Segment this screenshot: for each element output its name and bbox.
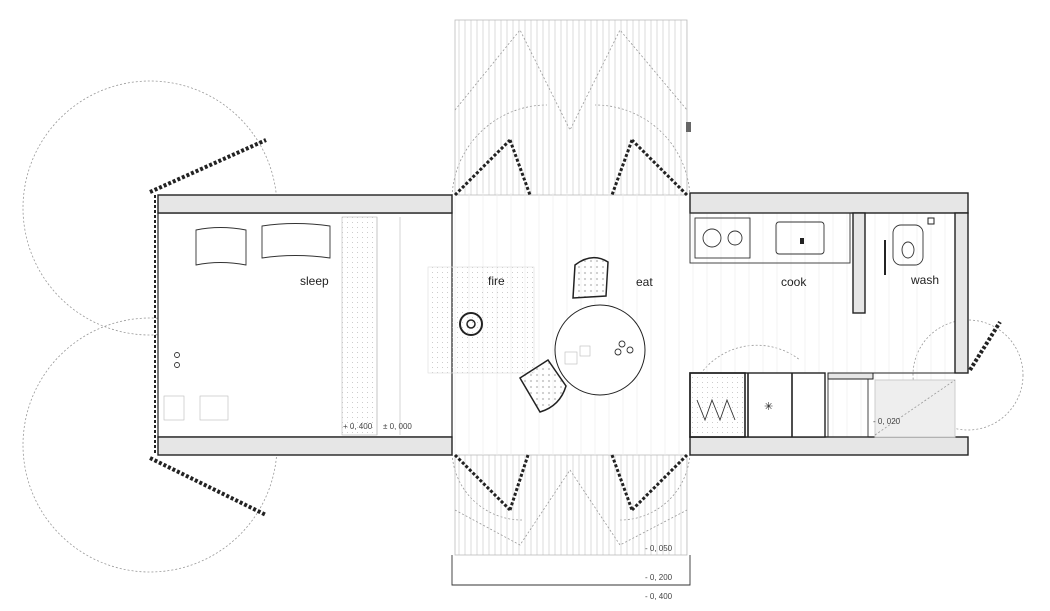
- walls: [154, 122, 969, 456]
- deck-south: [451, 454, 691, 586]
- room-label-cook: cook: [781, 275, 807, 289]
- fireplace: [427, 266, 535, 374]
- room-label-fire: fire: [488, 274, 505, 288]
- level-step: - 0, 200: [645, 573, 673, 582]
- room-label-wash: wash: [910, 273, 939, 287]
- room-label-sleep: sleep: [300, 274, 329, 288]
- chairs: [518, 256, 609, 413]
- bed: [163, 216, 401, 436]
- sleep-area-floor: [157, 212, 453, 438]
- dining-table: [554, 304, 646, 396]
- folding-doors: [149, 138, 1002, 517]
- room-label-eat: eat: [636, 275, 653, 289]
- level-shower: - 0, 020: [873, 417, 901, 426]
- bathroom: [827, 217, 956, 438]
- level-deck: - 0, 050: [645, 544, 673, 553]
- level-sleep-platform: + 0, 400: [343, 422, 373, 431]
- kitchen-counter: ✳: [689, 212, 851, 438]
- deck-north: [454, 19, 688, 196]
- level-ground: - 0, 400: [645, 592, 673, 601]
- level-main-floor: ± 0, 000: [383, 422, 412, 431]
- svg-text:✳: ✳: [764, 401, 773, 413]
